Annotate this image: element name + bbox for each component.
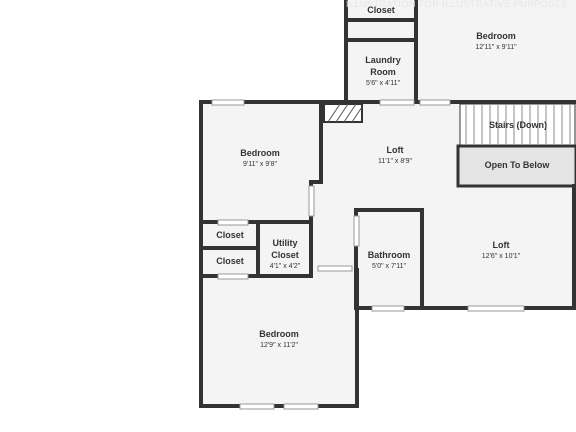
- room-dimensions: 12'6" x 10'1": [481, 253, 521, 260]
- room-dimensions: 11'1" x 8'9": [378, 158, 412, 165]
- room-name: Closet: [216, 256, 244, 266]
- room-stairs: Stairs (Down): [476, 120, 560, 131]
- room-name: Open To Below: [484, 160, 550, 170]
- room-closet-left-1: Closet: [203, 230, 257, 241]
- room-loft-lower: Loft 12'6" x 10'1": [446, 240, 556, 261]
- watermark-text: ILLUSTRATION FOR ILLUSTRATIVE PURPOSES ·…: [346, 0, 576, 9]
- room-dimensions: 4'1" x 4'2": [269, 263, 301, 270]
- room-name: Bedroom: [259, 329, 299, 339]
- room-dimensions: 12'9" x 11'2": [260, 342, 298, 349]
- room-dimensions: 5'0" x 7'11": [372, 263, 406, 270]
- room-open-to-below: Open To Below: [462, 160, 572, 171]
- room-name: Bedroom: [240, 148, 280, 158]
- room-name: Utility Closet: [271, 238, 299, 260]
- hatched-chase: [323, 103, 363, 123]
- room-name: Loft: [492, 240, 510, 250]
- room-name: Closet: [216, 230, 244, 240]
- room-name: Loft: [386, 145, 404, 155]
- room-loft-upper: Loft 11'1" x 8'9": [340, 145, 450, 166]
- room-name: Laundry Room: [365, 55, 401, 77]
- room-laundry: Laundry Room 5'6" x 4'11": [354, 54, 412, 88]
- room-name: Bathroom: [367, 250, 411, 260]
- stairs-symbol: [459, 103, 576, 146]
- room-name: Closet: [367, 5, 395, 15]
- room-closet-top: Closet: [348, 5, 414, 16]
- room-closet-left-2: Closet: [203, 256, 257, 267]
- room-dimensions: 12'11" x 9'11": [475, 44, 517, 51]
- room-utility-closet: Utility Closet 4'1" x 4'2": [260, 237, 310, 271]
- windows: [211, 99, 525, 410]
- open-to-below-box: [456, 144, 576, 188]
- room-dimensions: 5'6" x 4'11": [366, 80, 400, 87]
- room-name: Bedroom: [476, 31, 516, 41]
- room-bedroom-left: Bedroom 9'11" x 9'8": [205, 148, 315, 169]
- room-dimensions: 9'11" x 9'8": [243, 161, 277, 168]
- room-bathroom: Bathroom 5'0" x 7'11": [358, 250, 420, 271]
- room-name: Stairs (Down): [488, 120, 547, 130]
- room-bedroom-bottom: Bedroom 12'9" x 11'2": [224, 329, 334, 350]
- room-bedroom-top-right: Bedroom 12'11" x 9'11": [418, 31, 574, 52]
